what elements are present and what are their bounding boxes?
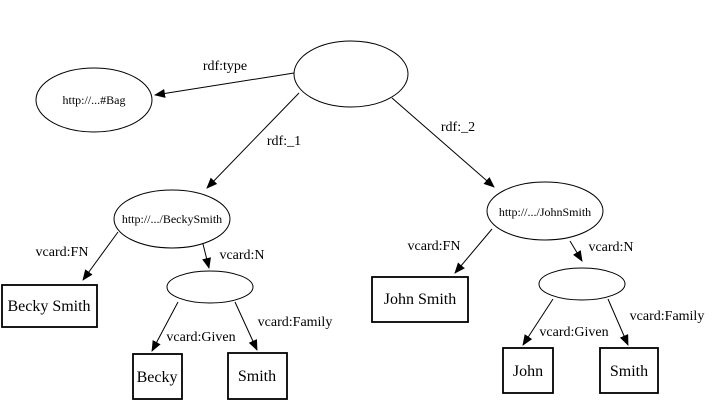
edge-john-vcard-fn-line xyxy=(454,228,493,274)
bag-node xyxy=(35,67,153,133)
john-fullname-literal xyxy=(371,276,469,323)
edge-becky-vcard-fn-line xyxy=(82,231,119,281)
john-fullname-label: John Smith xyxy=(384,291,456,308)
edge-rdf-type-line xyxy=(154,72,295,98)
edge-becky-vcard-fn-label: vcard:FN xyxy=(36,245,89,260)
john-family-label: Smith xyxy=(610,363,648,380)
edge-john-vcard-given-line xyxy=(522,298,554,346)
edge-rdf-type-label: rdf:type xyxy=(203,59,247,74)
edge-john-vcard-family-label: vcard:Family xyxy=(630,309,705,324)
edge-becky-vcard-given-label: vcard:Given xyxy=(166,330,235,345)
edge-becky-vcard-given-line xyxy=(151,301,179,352)
becky-name-blank-node xyxy=(166,270,254,304)
edge-rdf-1-line xyxy=(206,92,300,189)
john-name-blank-node xyxy=(538,267,626,301)
becky-given-literal xyxy=(132,353,183,400)
edge-john-vcard-n-line xyxy=(569,240,583,262)
edge-john-vcard-n-label: vcard:N xyxy=(588,240,633,255)
root-blank-node xyxy=(293,40,409,108)
becky-fullname-literal xyxy=(1,284,98,328)
john-family-literal xyxy=(599,347,659,394)
edge-becky-vcard-family-line xyxy=(234,301,258,351)
edge-rdf-1-label: rdf:_1 xyxy=(267,134,301,149)
becky-given-label: Becky xyxy=(137,369,178,386)
becky-family-label: Smith xyxy=(238,368,276,385)
becky-uri-node xyxy=(113,189,231,249)
bag-node-label: http://...#Bag xyxy=(63,93,126,107)
john-uri-node xyxy=(486,181,604,241)
john-given-literal xyxy=(502,347,554,394)
becky-family-literal xyxy=(227,352,288,400)
edge-john-vcard-fn-label: vcard:FN xyxy=(408,239,461,254)
edge-john-vcard-given-label: vcard:Given xyxy=(539,325,608,340)
becky-fullname-label: Becky Smith xyxy=(7,298,90,315)
edge-rdf-2-line xyxy=(391,97,495,188)
john-given-label: John xyxy=(513,363,543,380)
john-uri-node-label: http://.../JohnSmith xyxy=(499,205,591,219)
edge-becky-vcard-n-line xyxy=(202,243,211,269)
edge-becky-vcard-n-label: vcard:N xyxy=(219,248,264,263)
becky-uri-node-label: http://.../BeckySmith xyxy=(122,212,222,226)
edge-rdf-2-label: rdf:_2 xyxy=(441,120,475,135)
edge-becky-vcard-family-label: vcard:Family xyxy=(258,315,333,330)
edge-john-vcard-family-line xyxy=(607,298,629,346)
